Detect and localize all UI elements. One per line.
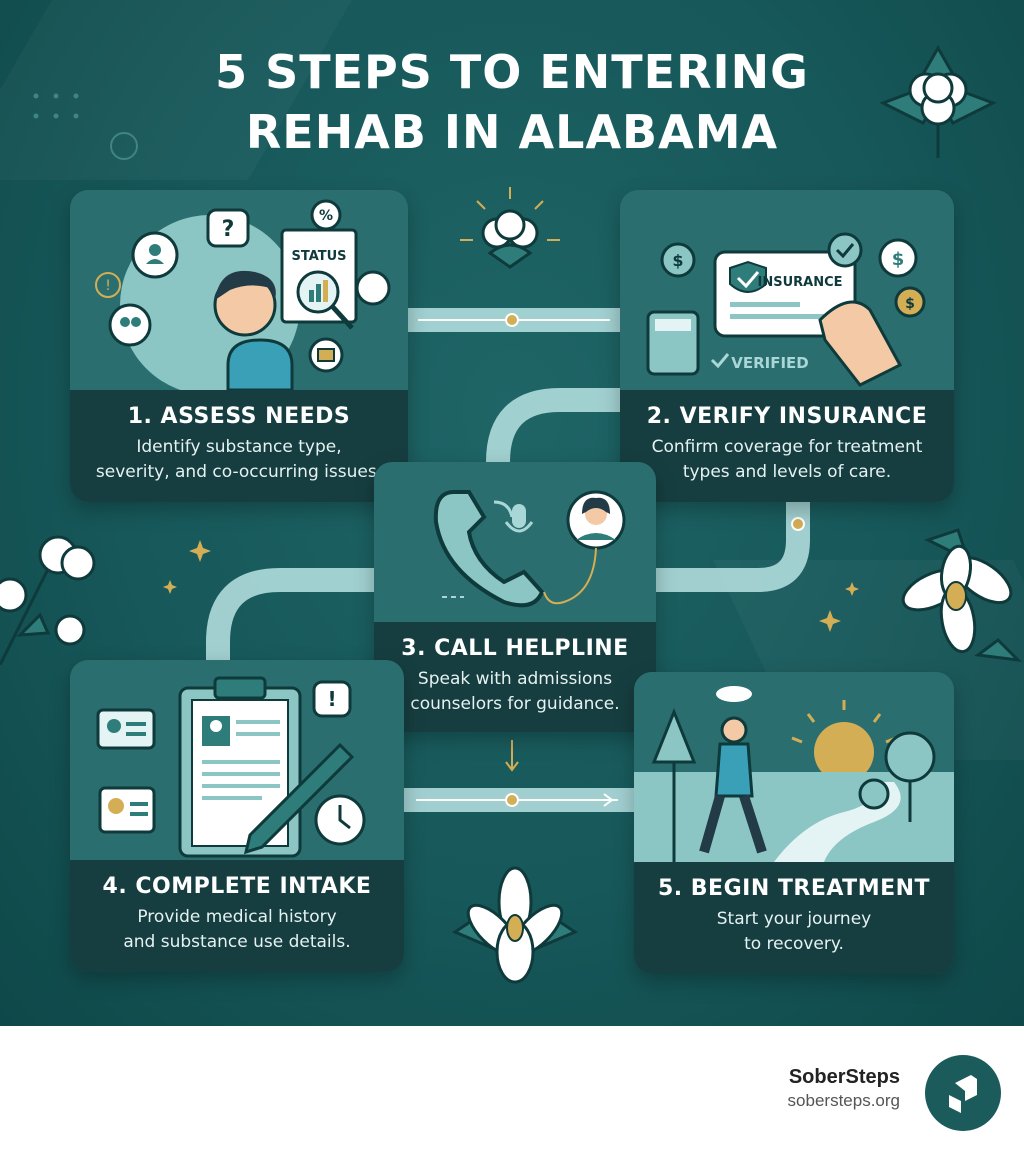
phone-icon <box>433 490 626 608</box>
svg-text:!: ! <box>327 687 336 711</box>
dot-grid-decoration <box>33 93 138 160</box>
step-description: Speak with admissions counselors for gui… <box>410 669 620 714</box>
clipboard-icon: ! <box>96 676 366 858</box>
step-title: 1. ASSESS NEEDS <box>127 404 351 429</box>
footer: SoberSteps sobersteps.org <box>0 1026 1024 1154</box>
person-thinking-icon: ! ? STATUS % <box>95 199 391 390</box>
svg-text:VERIFIED: VERIFIED <box>731 354 809 372</box>
insurance-card-icon: $ INSURANCE $ $ VERIFIED <box>646 232 926 387</box>
cotton-boll-icon <box>460 187 560 269</box>
svg-text:INSURANCE: INSURANCE <box>757 275 842 290</box>
step-title: 5. BEGIN TREATMENT <box>657 876 931 901</box>
title-line-1: 5 STEPS TO ENTERING <box>215 45 809 99</box>
step-title: 2. VERIFY INSURANCE <box>646 404 928 429</box>
svg-text:!: ! <box>105 278 111 294</box>
step-description: Identify substance type, severity, and c… <box>95 437 383 482</box>
step-title: 3. CALL HELPLINE <box>401 636 629 661</box>
step-card-begin-treatment: 5. BEGIN TREATMENT Start your journey to… <box>634 672 954 974</box>
brand-logo-icon <box>925 1055 1001 1131</box>
infographic: 5 STEPS TO ENTERING REHAB IN ALABAMA <box>0 0 1024 1026</box>
step-card-call-helpline: 3. CALL HELPLINE Speak with admissions c… <box>374 462 656 732</box>
step-caption: 4. COMPLETE INTAKE Provide medical histo… <box>70 860 404 972</box>
page-title: 5 STEPS TO ENTERING REHAB IN ALABAMA <box>0 42 1024 162</box>
step-caption: 5. BEGIN TREATMENT Start your journey to… <box>634 862 954 974</box>
step-card-complete-intake: ! 4. COMPLETE INTAKE Provide medical his… <box>70 660 404 972</box>
step-caption: 2. VERIFY INSURANCE Confirm coverage for… <box>620 390 954 502</box>
walking-person-icon <box>634 672 954 862</box>
step-caption: 1. ASSESS NEEDS Identify substance type,… <box>70 390 408 502</box>
magnolia-flower-icon <box>901 528 1023 663</box>
svg-text:STATUS: STATUS <box>291 249 346 264</box>
step-description: Confirm coverage for treatment types and… <box>651 437 923 482</box>
brand-url[interactable]: sobersteps.org <box>787 1091 900 1110</box>
svg-text:?: ? <box>222 217 235 242</box>
cotton-branch-icon <box>0 535 96 665</box>
step-card-assess-needs: ! ? STATUS % 1. ASSESS NEEDS Identify su… <box>70 190 408 502</box>
step-card-verify-insurance: $ INSURANCE $ $ VERIFIED 2. VERIFY INSUR… <box>620 190 954 502</box>
cotton-flower-icon <box>879 44 997 158</box>
magnolia-flower-icon <box>451 866 579 984</box>
title-line-2: REHAB IN ALABAMA <box>245 105 779 159</box>
step-description: Provide medical history and substance us… <box>123 907 351 952</box>
brand-name: SoberSteps <box>788 1066 900 1088</box>
svg-text:$: $ <box>905 296 915 312</box>
svg-text:$: $ <box>892 249 905 270</box>
step-title: 4. COMPLETE INTAKE <box>102 874 372 899</box>
step-caption: 3. CALL HELPLINE Speak with admissions c… <box>374 622 656 732</box>
svg-text:%: % <box>319 208 333 224</box>
svg-text:$: $ <box>672 251 683 270</box>
step-description: Start your journey to recovery. <box>716 909 872 954</box>
